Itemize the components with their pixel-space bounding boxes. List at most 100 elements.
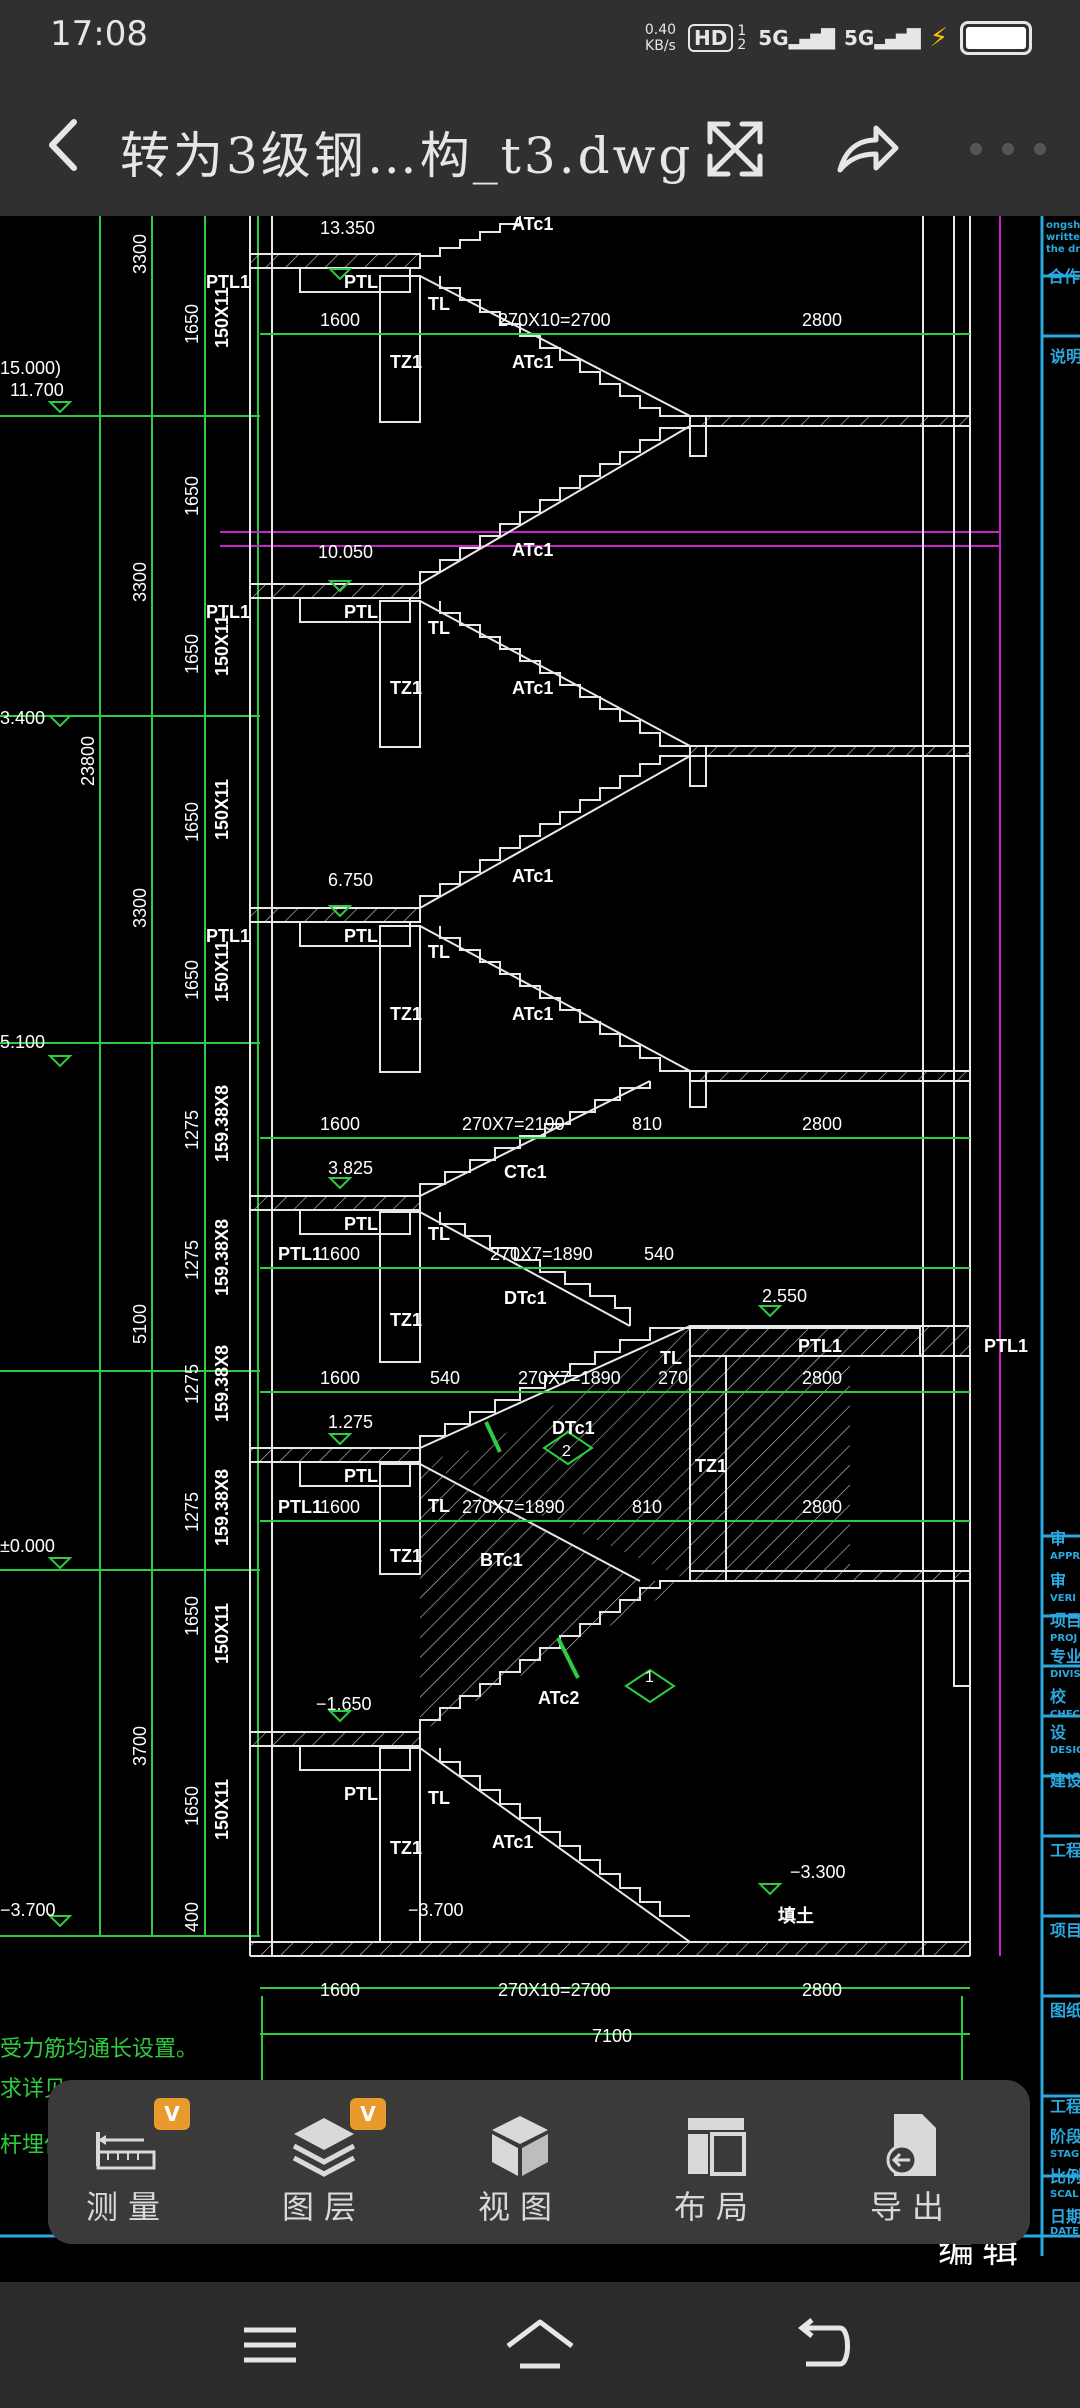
share-button[interactable]	[832, 114, 902, 184]
label-ptl-4: PTL	[344, 1214, 378, 1234]
dim-2800-d: 2800	[802, 1497, 842, 1517]
menu-icon	[244, 2327, 296, 2363]
dim-1890: 270X7=1890	[490, 1244, 593, 1264]
elev-3-825: 3.825	[328, 1158, 373, 1178]
layers-icon	[292, 2118, 356, 2177]
section-159x8-b: 159.38X8	[212, 1219, 232, 1296]
dim-2190: 270X7=2190	[462, 1114, 565, 1134]
label-tz1-7: TZ1	[695, 1456, 727, 1476]
section-150x11: 150X11	[212, 287, 232, 348]
dim-2800-e: 2800	[802, 1980, 842, 2000]
tb-discipline: 专业	[1050, 1647, 1080, 1666]
status-indicators: 0.40 KB/s HD 1 2 5G▂▄▆█ 5G▂▄▆█ ⚡	[645, 16, 1032, 60]
dim-810-b: 810	[632, 1497, 662, 1517]
recent-apps-button[interactable]	[230, 2310, 310, 2380]
layers-tool-button[interactable]: V 图层	[244, 2080, 404, 2244]
label-atc1-5: ATc1	[512, 866, 553, 886]
home-icon	[506, 2319, 574, 2369]
vdim-1650-f: 1650	[182, 1596, 202, 1636]
fullscreen-button[interactable]	[700, 114, 770, 184]
layout-tool-button[interactable]: 布局	[636, 2080, 796, 2244]
section-150x11-c: 150X11	[212, 779, 232, 840]
back-nav-button[interactable]	[784, 2310, 864, 2380]
label-atc1-3: ATc1	[512, 540, 553, 560]
dim-1890-b: 270X7=1890	[518, 1368, 621, 1388]
label-tz1-3: TZ1	[390, 1004, 422, 1024]
callout-1: 1	[645, 1669, 654, 1686]
tb-verify: 审	[1050, 1571, 1066, 1590]
status-time: 17:08	[50, 14, 148, 54]
signal2-label: 5G	[844, 26, 875, 50]
label-ptl1-5: PTL1	[278, 1497, 322, 1517]
tb-verify-en: VERI	[1050, 1593, 1076, 1604]
layers-label: 图层	[281, 2188, 366, 2226]
dim-1600-d: 1600	[320, 1368, 360, 1388]
label-tl-5: TL	[660, 1348, 682, 1368]
vip-badge: V	[154, 2098, 190, 2130]
measure-label: 测量	[85, 2188, 170, 2226]
layout-icon	[688, 2118, 746, 2176]
tb-project-2: 项目	[1050, 1921, 1080, 1940]
tb-design: 设	[1050, 1723, 1067, 1742]
drawing-labels: 13.350 10.050 6.750 3.825 2.550 1.275 ±0…	[0, 216, 1028, 2046]
vdim-1275-d: 1275	[182, 1492, 202, 1532]
elev-13-350: 13.350	[320, 218, 375, 238]
label-tz1-4: TZ1	[390, 1310, 422, 1330]
label-btc1: BTc1	[480, 1550, 523, 1570]
section-159x8-d: 159.38X8	[212, 1469, 232, 1546]
tb-project: 项目	[1050, 1611, 1080, 1630]
system-nav-bar	[0, 2282, 1080, 2408]
home-button[interactable]	[500, 2310, 580, 2380]
bottom-toolbar: V 测量 V 图层 视图 布局 导出	[48, 2080, 1030, 2244]
label-ptl1-7: PTL1	[984, 1336, 1028, 1356]
more-menu-button[interactable]	[960, 134, 1060, 164]
callout-2: 2	[562, 1443, 571, 1460]
net-speed: 0.40 KB/s	[645, 22, 676, 54]
label-ptl1-6: PTL1	[798, 1336, 842, 1356]
dim-1600-c: 1600	[320, 1244, 360, 1264]
label-ptl: PTL	[344, 272, 378, 292]
sim-index-bottom: 2	[737, 37, 747, 53]
dim-2700: 270X10=2700	[498, 310, 611, 330]
measure-tool-button[interactable]: V 测量	[48, 2080, 208, 2244]
label-atc1-7: ATc1	[492, 1832, 533, 1852]
vdim-1650-e: 1650	[182, 960, 202, 1000]
cube-icon	[492, 2116, 548, 2176]
export-tool-button[interactable]: 导出	[832, 2080, 992, 2244]
label-atc1: ATc1	[512, 216, 553, 234]
view-tool-button[interactable]: 视图	[440, 2080, 600, 2244]
label-tz1-5: TZ1	[390, 1546, 422, 1566]
dim-2800-c: 2800	[802, 1368, 842, 1388]
label-fill-soil: 填土	[778, 1905, 814, 1926]
tb-construction: 建设	[1050, 1771, 1080, 1790]
label-ctc1: CTc1	[504, 1162, 547, 1182]
elev-neg-3-300: −3.300	[790, 1862, 846, 1882]
label-atc2: ATc2	[538, 1688, 579, 1708]
label-tl-7: TL	[428, 1788, 450, 1808]
back-button[interactable]	[30, 110, 100, 180]
label-dtc1: DTc1	[504, 1288, 547, 1308]
vdim-1650-d: 1650	[182, 802, 202, 842]
cad-drawing-canvas[interactable]: 13.350 10.050 6.750 3.825 2.550 1.275 ±0…	[0, 216, 1080, 2282]
label-atc1-2: ATc1	[512, 352, 553, 372]
back-nav-icon	[797, 2318, 850, 2367]
view-label: 视图	[477, 2188, 562, 2226]
layout-label: 布局	[673, 2188, 758, 2226]
tb-stage-en: STAG	[1050, 2149, 1079, 2160]
vdim-400: 400	[182, 1902, 202, 1932]
file-title: 转为3级钢…构_t3.dwg	[120, 127, 694, 185]
hd-icon: HD	[688, 24, 734, 52]
tb-cooperate: 合作	[1048, 267, 1080, 286]
floor-slabs	[249, 253, 971, 1747]
dim-540-b: 540	[430, 1368, 460, 1388]
battery-icon	[960, 21, 1032, 55]
tb-date: 日期	[1050, 2207, 1080, 2226]
label-ptl1-4: PTL1	[278, 1244, 322, 1264]
label-ptl-3: PTL	[344, 926, 378, 946]
section-150x11-f: 150X11	[212, 1779, 232, 1840]
left-elev-11-700: 11.700	[10, 380, 64, 400]
vdim-1650: 1650	[182, 304, 202, 344]
elev-2-550: 2.550	[762, 1286, 807, 1306]
left-elev-3-400: 3.400	[0, 708, 45, 728]
filled-stair-zone-lower	[420, 1464, 690, 1732]
